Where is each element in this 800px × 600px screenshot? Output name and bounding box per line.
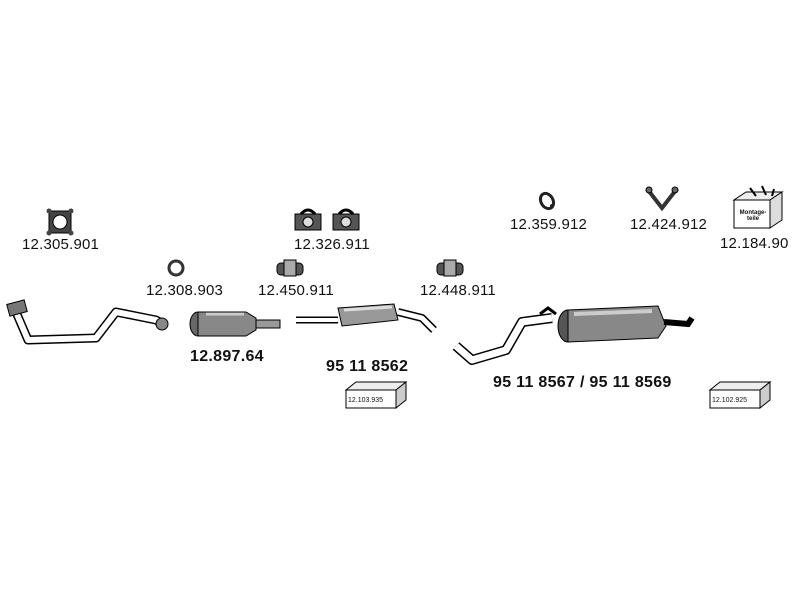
hanger-ring-label: 12.359.912 <box>510 216 588 233</box>
catalyst-icon <box>189 311 281 337</box>
middle-silencer-label: 95 11 8562 <box>326 358 409 375</box>
rear-silencer-label: 95 11 8567 / 95 11 8569 <box>493 374 672 391</box>
front-pipe-icon <box>6 299 169 345</box>
u-clamp-label: 12.448.911 <box>420 282 496 299</box>
mounting-kit-box-text: Montage-teile <box>739 210 767 222</box>
mounting-kit-box-icon <box>732 185 784 229</box>
hanger-ring-icon <box>538 191 556 211</box>
parts-box-icon <box>708 380 772 410</box>
u-clamp-icon <box>276 259 304 277</box>
front-pipe-catalyst-label: 12.897.64 <box>190 348 264 365</box>
parts-box-label: 12.102.925 <box>712 397 748 404</box>
square-flange-gasket-icon <box>46 208 74 236</box>
v-hanger-icon <box>645 186 679 212</box>
u-clamp-icon <box>436 259 464 277</box>
u-clamp-label: 12.450.911 <box>258 282 334 299</box>
mounting-kit-label: 12.184.90 <box>720 235 789 252</box>
ring-gasket-label: 12.308.903 <box>146 282 224 299</box>
square-flange-gasket-label: 12.305.901 <box>22 236 100 253</box>
clamp-pair-icon <box>294 208 360 231</box>
clamp-pair-label: 12.326.911 <box>294 236 370 253</box>
rear-silencer-icon <box>452 305 695 365</box>
parts-box-icon <box>344 380 408 410</box>
parts-box-label: 12.103.935 <box>348 397 384 404</box>
middle-silencer-icon <box>296 303 437 333</box>
v-hanger-label: 12.424.912 <box>630 216 708 233</box>
ring-gasket-icon <box>167 259 185 277</box>
